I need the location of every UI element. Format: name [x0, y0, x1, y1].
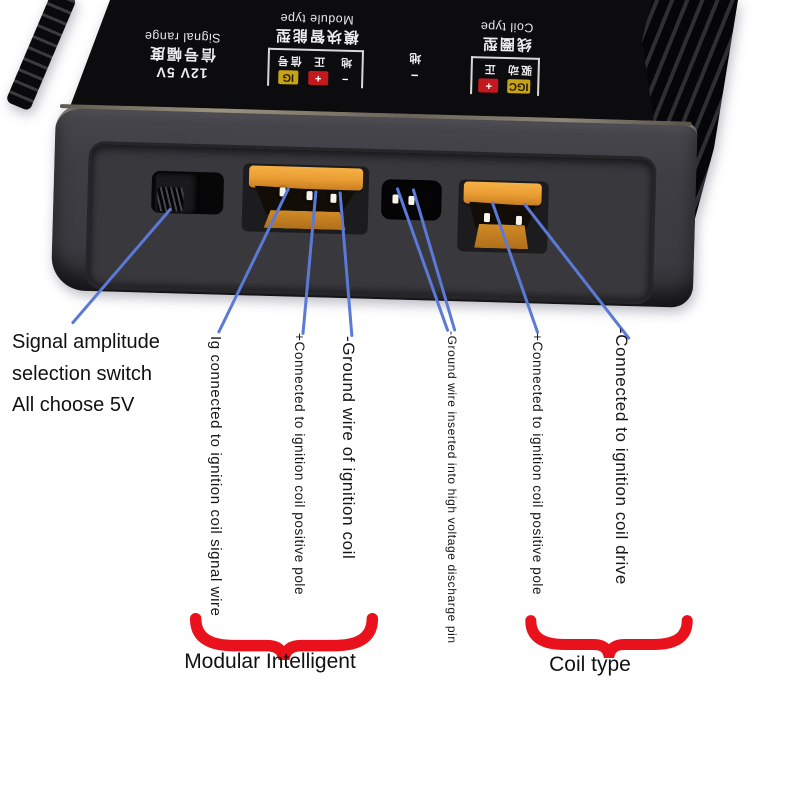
pin-label-positive-pole-coil: +Connected to ignition coil positive pol… — [530, 333, 545, 596]
drive-chinese-label: 驱动 — [506, 63, 533, 76]
drive-pin-marker: IGC 驱动 — [506, 62, 533, 94]
positive-pin-marker: + 正 — [308, 54, 329, 86]
brace-modular-intelligent — [189, 612, 379, 660]
coil-connector-2pin — [457, 179, 550, 254]
device-front-face — [50, 104, 698, 308]
signal-amplitude-switch — [151, 170, 225, 215]
module-type-label-block: − 地 + 正 IG 信号 模块智能型 Module type — [247, 10, 385, 90]
coil-drive-pin — [515, 215, 523, 226]
pin-label-coil-drive: -Connected to ignition coil drive — [612, 328, 631, 585]
switch-note-voltage: All choose 5V — [12, 394, 135, 416]
coil-pin-marker-group: IGC 驱动 + 正 — [470, 56, 541, 96]
coil-type-chinese-label: 线圈型 — [480, 34, 533, 53]
module-type-chinese-label: 模块智能型 — [273, 25, 360, 46]
brace-coil-type — [525, 615, 693, 658]
device-connector-recess — [84, 140, 657, 305]
coil-positive-pin — [483, 212, 491, 223]
module-connector-3pin — [241, 163, 370, 235]
coil-type-label-block: IGC 驱动 + 正 线圈型 Coil type — [455, 19, 557, 98]
coil-type-english-label: Coil type — [480, 19, 534, 35]
group-label-coil-type: Coil type — [549, 653, 631, 676]
pin-label-ground-wire: -Ground wire of ignition coil — [339, 336, 358, 560]
group-label-modular-intelligent: Modular Intelligent — [184, 650, 356, 673]
ig-symbol: IG — [278, 70, 299, 85]
plus-symbol: + — [308, 70, 329, 86]
igc-symbol: IGC — [506, 79, 531, 94]
signal-pin-marker: IG 信号 — [275, 53, 302, 85]
ground-chinese-label: 地 — [409, 50, 422, 66]
discharge-ground-marker: − 地 — [398, 50, 433, 84]
pin-label-positive-pole-module: +Connected to ignition coil positive pol… — [292, 333, 307, 596]
positive-chinese-label: 正 — [482, 62, 496, 75]
positive-chinese-label: 正 — [312, 54, 326, 68]
ignition-coil-tester-device: 12V 5V 信号幅度 Signal range − 地 + 正 IG — [0, 0, 800, 320]
device-left-serration — [5, 0, 77, 112]
positive-pin-marker: + 正 — [478, 61, 500, 93]
switch-note: Signal amplitude selection switch — [12, 326, 192, 390]
minus-symbol: − — [341, 72, 349, 85]
ground-pin-marker: − 地 — [335, 55, 356, 87]
signal-range-label-block: 12V 5V 信号幅度 Signal range — [125, 29, 238, 83]
minus-symbol: − — [410, 67, 419, 84]
module-pin-marker-group: − 地 + 正 IG 信号 — [267, 47, 365, 89]
module-positive-pin — [306, 191, 313, 201]
voltage-options-label: 12V 5V — [155, 64, 208, 82]
connector-top-bar — [463, 181, 542, 206]
ground-chinese-label: 地 — [339, 55, 353, 68]
switch-knob — [155, 172, 201, 215]
pin-label-signal-wire: Ig connected to ignition coil signal wir… — [207, 336, 224, 617]
discharge-pin-header — [380, 179, 443, 221]
signal-amplitude-chinese-label: 信号幅度 — [147, 44, 217, 63]
module-ground-pin — [330, 193, 337, 203]
plus-symbol: + — [478, 78, 499, 93]
signal-range-english-label: Signal range — [144, 29, 221, 46]
switch-note-line2: selection switch — [12, 363, 153, 385]
switch-note-line1: Signal amplitude — [12, 331, 160, 353]
signal-chinese-label: 信号 — [275, 53, 302, 67]
pin-label-discharge-pin: -Ground wire inserted into high voltage … — [445, 331, 459, 644]
